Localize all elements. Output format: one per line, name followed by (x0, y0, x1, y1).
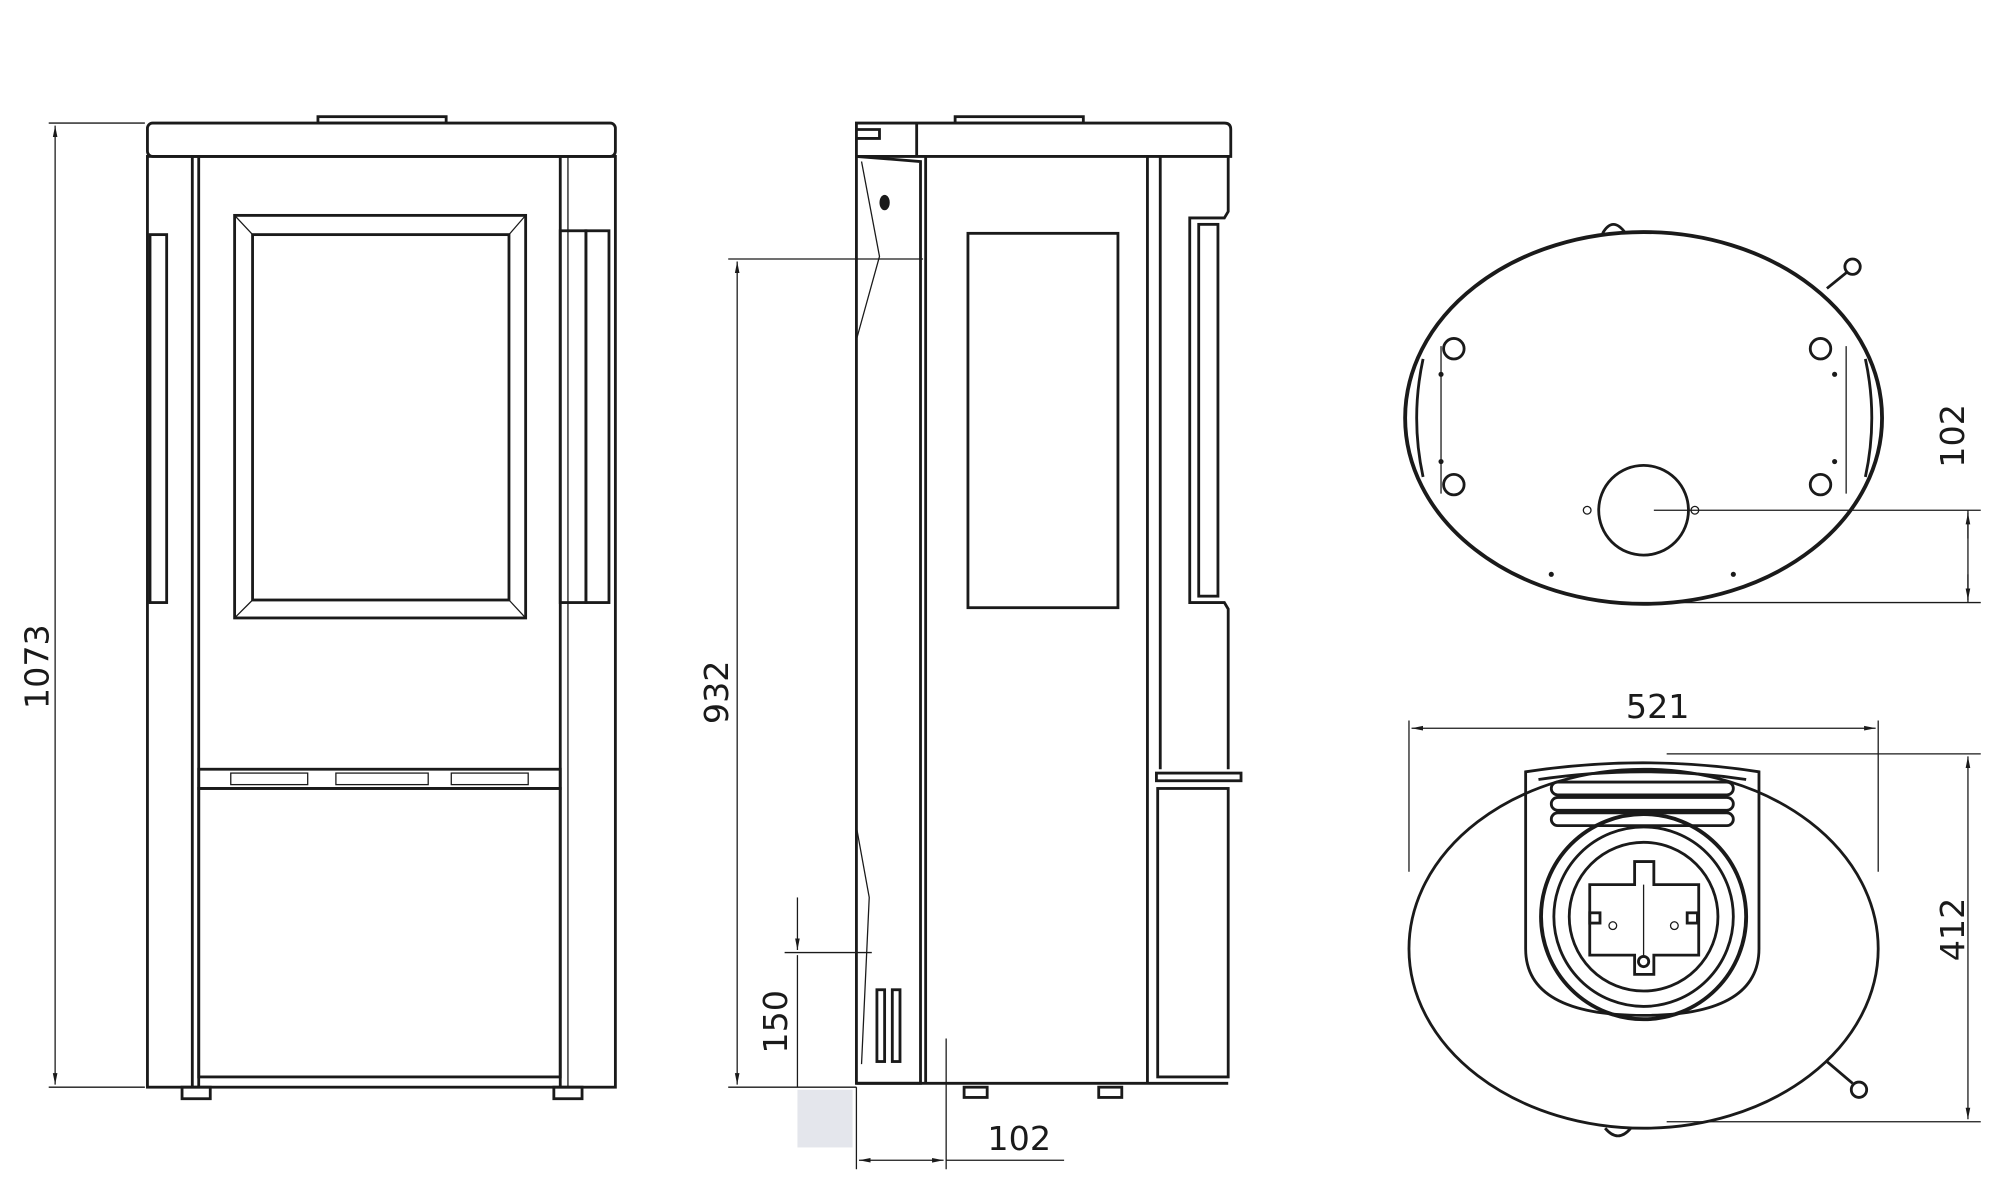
dimension-102-top: 102 (1653, 404, 1981, 604)
dimension-932: 932 (697, 258, 924, 1088)
top-view (1403, 222, 1884, 606)
dimension-label: 102 (987, 1119, 1051, 1158)
dimension-521: 521 (1408, 687, 1879, 872)
bottom-view (1407, 761, 1880, 1138)
dimension-102-side: 102 (855, 1038, 1065, 1170)
dimension-label: 932 (697, 660, 736, 724)
side-view (855, 115, 1243, 1099)
front-view (146, 115, 617, 1101)
dimension-label: 521 (1626, 687, 1690, 726)
dimension-label: 1073 (18, 624, 57, 709)
dimension-412: 412 (1666, 753, 1981, 1123)
dimension-1073: 1073 (18, 122, 145, 1088)
dimension-label: 150 (756, 990, 795, 1054)
dimension-label: 412 (1933, 898, 1972, 962)
dimension-150: 150 (756, 897, 872, 1148)
dimension-label: 102 (1933, 404, 1972, 468)
air-inlet-highlight (797, 1089, 853, 1148)
